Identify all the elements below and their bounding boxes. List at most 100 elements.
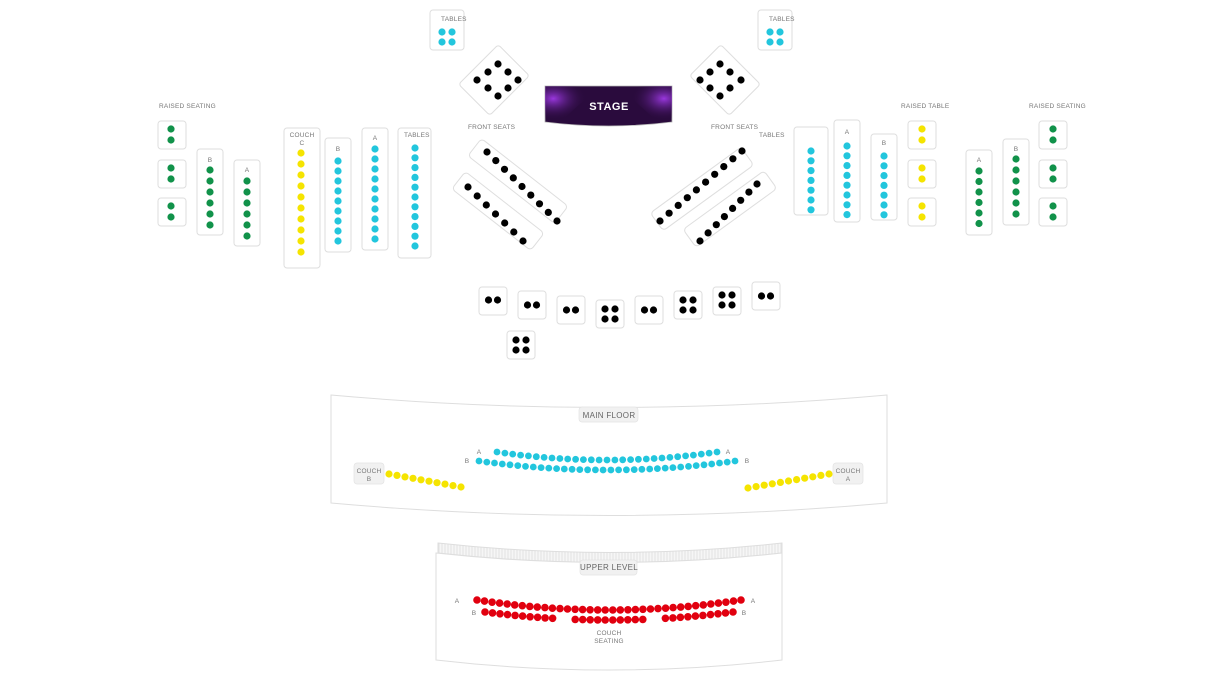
seat-front-left-lower[interactable] (519, 237, 527, 245)
seat-main-floor-row-b[interactable] (514, 462, 522, 469)
seat-green-left-b[interactable] (206, 221, 214, 229)
seat-main-floor-row-a[interactable] (548, 454, 556, 462)
seat-cyan-right-a[interactable] (843, 152, 851, 160)
seat-upper-row-a[interactable] (563, 605, 572, 613)
seat-main-floor-row-b[interactable] (491, 459, 498, 467)
seat-diamond-left[interactable] (484, 68, 492, 76)
seat-upper-row-b[interactable] (609, 616, 617, 624)
seat-tables-right[interactable] (807, 157, 815, 165)
seat-front-right-upper[interactable] (720, 163, 728, 171)
seat-couch-c[interactable] (297, 226, 305, 234)
seat-cyan-right-b[interactable] (880, 211, 888, 219)
seat-raised-left[interactable] (167, 175, 175, 183)
seat-front-left-upper[interactable] (500, 165, 509, 173)
seat-main-floor-row-b[interactable] (669, 464, 677, 471)
seat-upper-row-a[interactable] (518, 601, 527, 610)
seat-couch-c[interactable] (297, 215, 305, 223)
seat-front-left-upper[interactable] (483, 148, 491, 156)
seat-green-right-a[interactable] (975, 177, 983, 186)
seat-upper-row-a[interactable] (729, 597, 738, 605)
seat-front-left-upper[interactable] (544, 208, 552, 216)
seat-table-top-right[interactable] (766, 28, 774, 36)
seat-upper-row-b[interactable] (624, 616, 632, 624)
seat-main-floor-row-a[interactable] (595, 456, 603, 464)
seat-raised-table[interactable] (918, 125, 926, 133)
seat-cyan-left-b[interactable] (334, 237, 342, 245)
seat-green-right-b[interactable] (1012, 210, 1020, 218)
seat-front-right-lower[interactable] (704, 229, 712, 237)
seat-green-right-b[interactable] (1012, 155, 1020, 163)
seat-main-floor-row-b[interactable] (506, 461, 514, 469)
seat-front-left-lower[interactable] (473, 192, 481, 200)
seat-cyan-left-a[interactable] (371, 185, 379, 193)
seat-diamond-left[interactable] (494, 92, 502, 100)
seat-green-left-a[interactable] (243, 221, 251, 229)
seat-green-right-a[interactable] (975, 188, 983, 196)
seat-main-floor-row-b[interactable] (607, 466, 615, 474)
seat-upper-row-b[interactable] (503, 610, 512, 619)
seat-front-left-upper[interactable] (527, 191, 535, 199)
seat-cyan-left-a[interactable] (371, 235, 379, 243)
seat-upper-row-b[interactable] (533, 613, 542, 622)
seat-main-floor-row-a[interactable] (674, 453, 682, 461)
seat-couch-b[interactable] (425, 477, 433, 485)
seat-green-right-a[interactable] (975, 219, 983, 228)
seat-main-floor-row-a[interactable] (525, 452, 532, 460)
seat-main-floor-row-b[interactable] (553, 465, 560, 472)
seat-table-lower[interactable] (484, 296, 493, 304)
seat-couch-b[interactable] (385, 470, 393, 478)
seat-green-right-a[interactable] (975, 198, 983, 207)
seat-table-lower[interactable] (601, 315, 609, 323)
seat-upper-row-a[interactable] (684, 602, 692, 611)
seat-raised-left[interactable] (167, 202, 175, 210)
seat-cyan-left-b[interactable] (334, 197, 342, 205)
seat-main-floor-row-b[interactable] (560, 465, 568, 473)
seat-cyan-left-a[interactable] (371, 195, 379, 203)
seat-upper-row-a[interactable] (609, 606, 617, 614)
seat-upper-row-a[interactable] (510, 601, 519, 609)
seat-couch-b[interactable] (409, 474, 417, 482)
seat-main-floor-row-b[interactable] (638, 465, 646, 473)
seat-main-floor-row-a[interactable] (650, 455, 658, 462)
seat-upper-row-b[interactable] (639, 615, 647, 624)
seat-cyan-left-b[interactable] (334, 177, 342, 185)
seat-front-left-upper[interactable] (553, 217, 561, 225)
seat-upper-row-b[interactable] (526, 613, 534, 621)
seat-main-floor-row-b[interactable] (537, 464, 545, 471)
seat-upper-row-b[interactable] (616, 616, 625, 624)
seat-main-floor-row-a[interactable] (635, 455, 642, 463)
seat-front-left-upper[interactable] (518, 182, 526, 191)
seat-front-right-upper[interactable] (674, 201, 682, 209)
seat-front-left-lower[interactable] (464, 183, 472, 191)
seat-main-floor-row-b[interactable] (592, 466, 599, 474)
seat-couch-b[interactable] (457, 483, 465, 491)
seat-table-lower[interactable] (562, 306, 571, 314)
seat-cyan-right-a[interactable] (843, 171, 851, 179)
seat-diamond-right[interactable] (726, 84, 734, 92)
seat-couch-a[interactable] (752, 483, 760, 491)
seat-table-lower[interactable] (718, 291, 726, 299)
seat-main-floor-row-a[interactable] (611, 456, 619, 464)
seat-upper-row-b[interactable] (714, 610, 722, 618)
seat-tables-right[interactable] (807, 167, 815, 175)
seat-table-lower[interactable] (611, 305, 619, 313)
seat-main-floor-row-b[interactable] (599, 466, 607, 474)
seat-upper-row-a[interactable] (526, 602, 534, 611)
seat-upper-row-a[interactable] (624, 606, 632, 614)
seat-front-right-upper[interactable] (683, 194, 691, 202)
seat-couch-b[interactable] (401, 473, 409, 481)
seat-cyan-left-a[interactable] (371, 145, 379, 153)
seat-table-top-right[interactable] (776, 38, 784, 46)
seat-couch-a[interactable] (825, 470, 833, 478)
seat-cyan-right-a[interactable] (843, 142, 851, 150)
seat-green-right-a[interactable] (975, 209, 983, 217)
seat-upper-row-b[interactable] (541, 614, 549, 622)
seat-couch-c[interactable] (297, 160, 305, 168)
seat-table-lower[interactable] (571, 306, 580, 314)
seat-main-floor-row-a[interactable] (509, 450, 517, 458)
seat-main-floor-row-b[interactable] (630, 466, 638, 473)
seat-diamond-right[interactable] (737, 76, 745, 84)
seat-raised-table[interactable] (918, 164, 926, 172)
seat-main-floor-row-b[interactable] (646, 465, 654, 473)
seat-table-lower[interactable] (601, 305, 609, 313)
